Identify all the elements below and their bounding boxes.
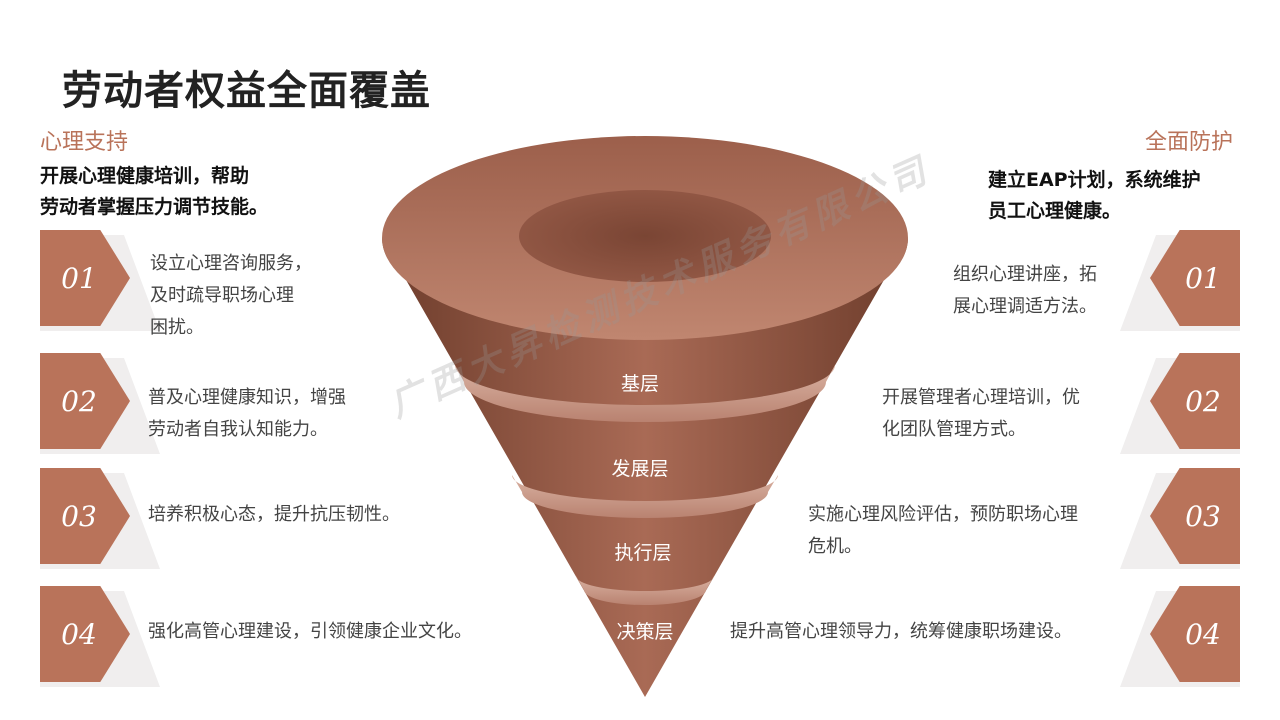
- left-item-text-1: 设立心理咨询服务， 及时疏导职场心理 困扰。: [150, 248, 312, 344]
- right-item-2-line-1: 开展管理者心理培训，优: [882, 387, 1080, 408]
- funnel-ring-3: [576, 576, 714, 605]
- left-item-text-2: 普及心理健康知识，增强 劳动者自我认知能力。: [148, 382, 346, 446]
- layer-label-development: 发展层: [611, 458, 669, 480]
- funnel-hole: [519, 190, 771, 282]
- funnel-cone: [382, 238, 908, 697]
- left-item-text-3: 培养积极心态，提升抗压韧性。: [148, 499, 400, 531]
- right-item-text-1: 组织心理讲座，拓 展心理调适方法。: [953, 259, 1097, 323]
- layer-label-decision: 决策层: [616, 621, 674, 643]
- left-item-2-line-1: 普及心理健康知识，增强: [148, 387, 346, 408]
- right-item-2-line-2: 化团队管理方式。: [882, 419, 1026, 440]
- right-item-text-3: 实施心理风险评估，预防职场心理 危机。: [808, 499, 1078, 563]
- right-intro: 建立EAP计划，系统维护 员工心理健康。: [988, 165, 1201, 227]
- right-item-text-2: 开展管理者心理培训，优 化团队管理方式。: [882, 382, 1080, 446]
- right-item-3-line-2: 危机。: [808, 536, 862, 557]
- left-item-1-line-3: 困扰。: [150, 317, 204, 338]
- right-item-3-line-1: 实施心理风险评估，预防职场心理: [808, 504, 1078, 525]
- left-intro-line2: 劳动者掌握压力调节技能。: [40, 196, 269, 218]
- right-item-1-line-2: 展心理调适方法。: [953, 296, 1097, 317]
- left-item-3-line-1: 培养积极心态，提升抗压韧性。: [148, 504, 400, 525]
- right-intro-line2: 员工心理健康。: [988, 200, 1122, 222]
- page-title: 劳动者权益全面覆盖: [62, 68, 431, 114]
- right-intro-line1: 建立EAP计划，系统维护: [988, 169, 1201, 191]
- right-item-4-line-1: 提升高管心理领导力，统筹健康职场建设。: [730, 621, 1072, 642]
- left-intro-line1: 开展心理健康培训，帮助: [40, 165, 250, 187]
- left-item-4-line-1: 强化高管心理建设，引领健康企业文化。: [148, 621, 472, 642]
- right-heading: 全面防护: [1145, 130, 1234, 155]
- left-item-1-line-1: 设立心理咨询服务，: [150, 253, 312, 274]
- left-intro: 开展心理健康培训，帮助 劳动者掌握压力调节技能。: [40, 161, 268, 223]
- right-item-1-line-1: 组织心理讲座，拓: [953, 264, 1097, 285]
- left-heading: 心理支持: [40, 130, 129, 155]
- layer-label-base: 基层: [620, 373, 659, 395]
- right-item-text-4: 提升高管心理领导力，统筹健康职场建设。: [730, 616, 1072, 648]
- left-item-2-line-2: 劳动者自我认知能力。: [148, 419, 328, 440]
- left-item-text-4: 强化高管心理建设，引领健康企业文化。: [148, 616, 472, 648]
- left-item-1-line-2: 及时疏导职场心理: [150, 285, 294, 306]
- funnel-ring-2: [512, 475, 778, 518]
- funnel-ring-1: [455, 365, 835, 422]
- layer-label-execution: 执行层: [614, 542, 672, 564]
